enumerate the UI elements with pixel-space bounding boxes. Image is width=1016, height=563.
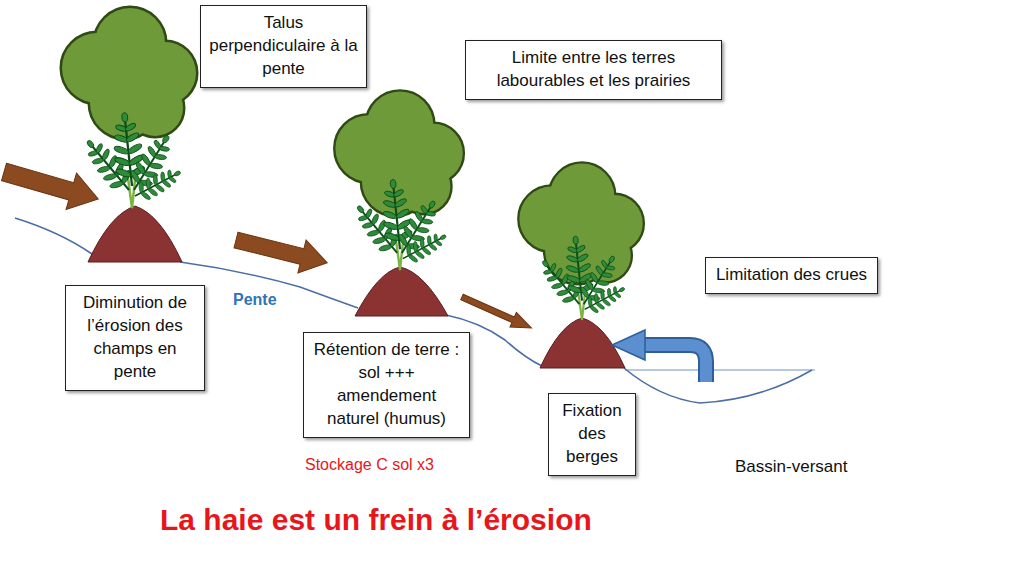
box-text: Limite entre les terres labourables et l… — [474, 47, 713, 93]
box-text: Fixation des berges — [557, 400, 627, 469]
box-text: Talus perpendiculaire à la pente — [209, 12, 358, 81]
box-text: Diminution de l’érosion des champs en pe… — [74, 292, 196, 384]
diagram-title: La haie est un frein à l’érosion — [160, 503, 592, 537]
callout-box: Limitation des crues — [705, 257, 878, 294]
carbon-note: Stockage C sol x3 — [305, 456, 434, 474]
watershed-label: Bassin-versant — [735, 457, 847, 477]
callout-box: Rétention de terre : sol +++ amendement … — [303, 332, 470, 438]
callout-box: Limite entre les terres labourables et l… — [465, 40, 722, 100]
callout-box: Diminution de l’érosion des champs en pe… — [65, 285, 205, 391]
box-text: Limitation des crues — [714, 264, 869, 287]
box-text: Rétention de terre : sol +++ amendement … — [312, 339, 461, 431]
slope-label: Pente — [233, 291, 277, 309]
callout-box: Fixation des berges — [548, 393, 636, 476]
callout-box: Talus perpendiculaire à la pente — [200, 5, 367, 88]
